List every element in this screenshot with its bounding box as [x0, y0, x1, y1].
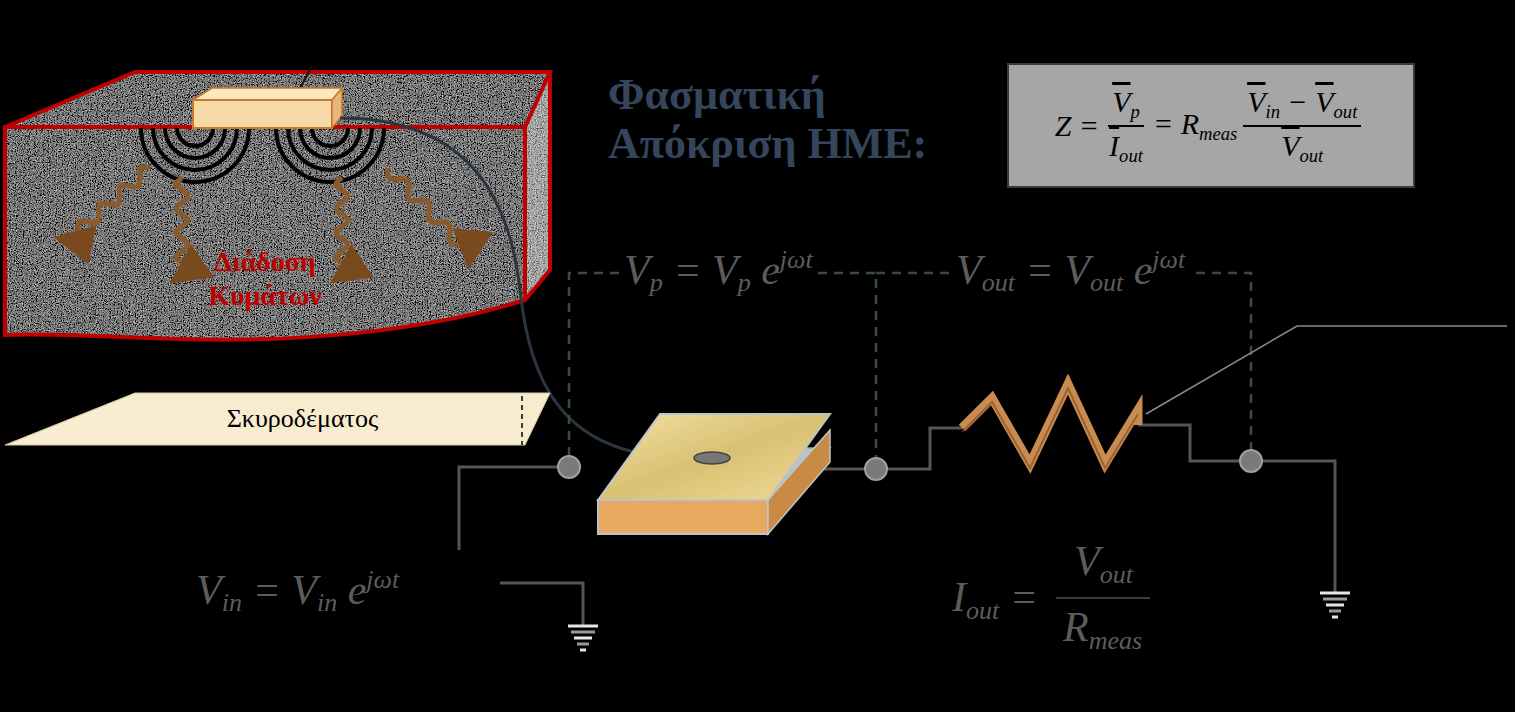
denominator: Vout: [1277, 127, 1327, 167]
leader-line: [1146, 326, 1507, 414]
ground-stroke: [1323, 598, 1347, 601]
material-label: Σκυροδέματος: [227, 404, 379, 434]
wave-arc: [288, 128, 372, 170]
voltage-label: Vp = Vp ejωt: [620, 246, 817, 298]
numerator: Vin − Vout: [1243, 85, 1361, 127]
heading: Φασματική Απόκριση ΗΜΕ:: [608, 70, 998, 169]
circuit-wires: [459, 425, 1335, 625]
ground-stroke: [577, 643, 589, 646]
fraction: VpIout: [1105, 85, 1147, 166]
pzt-patch-on-block: [193, 66, 342, 128]
wave-arrow: [388, 168, 471, 255]
fraction-bar: [1056, 597, 1150, 599]
concrete-block-region: Διάδοση Κυμάτων: [5, 127, 525, 332]
wave-arrow: [176, 178, 187, 275]
formula-term: Z =: [1055, 109, 1099, 143]
wave-arrow: [336, 178, 347, 275]
current-numerator: Vout: [1070, 538, 1137, 589]
ground-stroke: [1329, 610, 1341, 613]
wave-arrow: [68, 167, 150, 241]
ground-stroke: [1326, 604, 1344, 607]
ground-stroke: [1320, 592, 1350, 595]
current-denominator: Rmeas: [1059, 604, 1146, 655]
concrete-sheet: [5, 393, 550, 445]
fraction: Vin − VoutVout: [1243, 85, 1361, 166]
denominator: Iout: [1105, 127, 1147, 167]
wave-arc: [300, 128, 360, 158]
wave-arc: [276, 128, 384, 182]
wave-arc: [312, 128, 348, 146]
ground-stroke: [574, 637, 592, 640]
resistor-shade: [962, 388, 1138, 468]
formula-box: Z =VpIout= RmeasVin − VoutVout: [1007, 63, 1415, 188]
ground-stroke: [568, 625, 598, 628]
voltage-label: Vout = Vout ejωt: [952, 246, 1189, 298]
voltage-label: Vin = Vin ejωt: [192, 566, 403, 618]
current-label: Iout =: [948, 574, 1042, 625]
wave-arc: [165, 128, 225, 158]
wave-label: Διάδοση Κυμάτων: [165, 245, 365, 312]
ground-stroke: [1332, 616, 1338, 619]
wave-arc: [141, 128, 249, 182]
concrete-sheet-label: Σκυροδέματος: [5, 393, 550, 445]
formula-term: = Rmeas: [1153, 107, 1237, 145]
wave-arc: [177, 128, 213, 146]
ground-stroke: [571, 631, 595, 634]
wave-fronts: [141, 128, 384, 182]
numerator: Vp: [1108, 85, 1144, 127]
junction-dots: [558, 450, 1262, 480]
concrete-block: [0, 60, 560, 350]
wave-arc: [153, 128, 237, 170]
pzt-patch-circuit: [598, 414, 830, 534]
ground-stroke: [580, 649, 586, 652]
